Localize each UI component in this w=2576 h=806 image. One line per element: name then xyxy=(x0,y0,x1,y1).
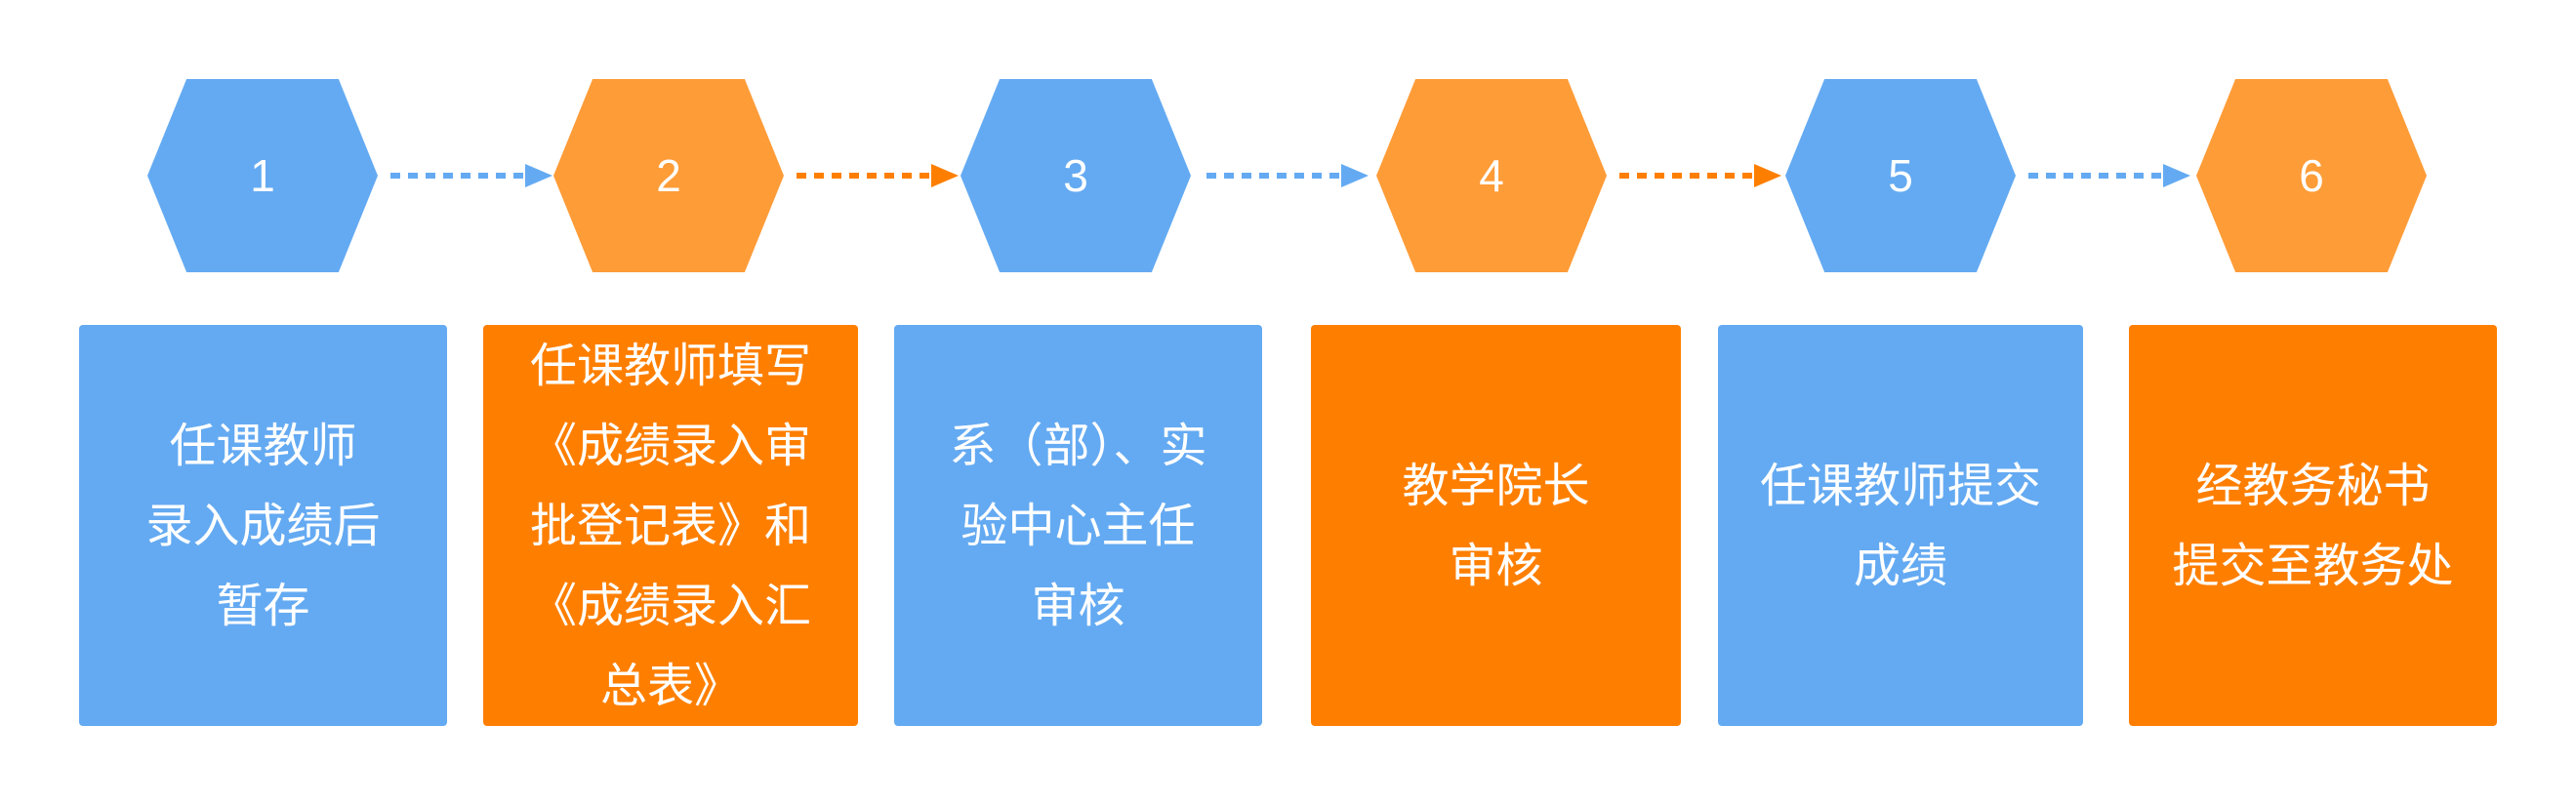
step-number: 4 xyxy=(1479,150,1504,201)
step-4-hexagon: 4 xyxy=(1376,79,1607,272)
step-number: 5 xyxy=(1888,150,1913,201)
step-text: 任课教师 录入成绩后 暂存 xyxy=(145,418,381,633)
step-6-hexagon: 6 xyxy=(2196,79,2427,272)
step-6-box: 经教务秘书 提交至教务处 xyxy=(2129,325,2497,726)
dotted-arrow-icon xyxy=(1619,164,1781,187)
step-5-hexagon: 5 xyxy=(1785,79,2016,272)
step-number: 2 xyxy=(656,150,681,201)
dotted-arrow-icon xyxy=(2028,164,2190,187)
step-4-box: 教学院长 审核 xyxy=(1311,325,1681,726)
step-number: 6 xyxy=(2299,150,2324,201)
step-2-hexagon: 2 xyxy=(553,79,784,272)
step-text: 系（部）、实 验中心主任 审核 xyxy=(949,418,1207,633)
step-text: 任课教师提交 成绩 xyxy=(1759,458,2041,593)
step-3-hexagon: 3 xyxy=(961,79,1191,272)
step-2-box: 任课教师填写 《成绩录入审 批登记表》和 《成绩录入汇 总表》 xyxy=(483,325,858,726)
step-5-box: 任课教师提交 成绩 xyxy=(1718,325,2083,726)
step-text: 教学院长 审核 xyxy=(1402,458,1590,593)
step-text: 任课教师填写 《成绩录入审 批登记表》和 《成绩录入汇 总表》 xyxy=(529,338,811,713)
step-text: 经教务秘书 提交至教务处 xyxy=(2172,458,2454,593)
step-number: 1 xyxy=(250,150,275,201)
step-1-box: 任课教师 录入成绩后 暂存 xyxy=(79,325,447,726)
step-number: 3 xyxy=(1063,150,1088,201)
dotted-arrow-icon xyxy=(797,164,959,187)
dotted-arrow-icon xyxy=(390,164,552,187)
step-1-hexagon: 1 xyxy=(147,79,378,272)
step-3-box: 系（部）、实 验中心主任 审核 xyxy=(894,325,1262,726)
dotted-arrow-icon xyxy=(1206,164,1369,187)
